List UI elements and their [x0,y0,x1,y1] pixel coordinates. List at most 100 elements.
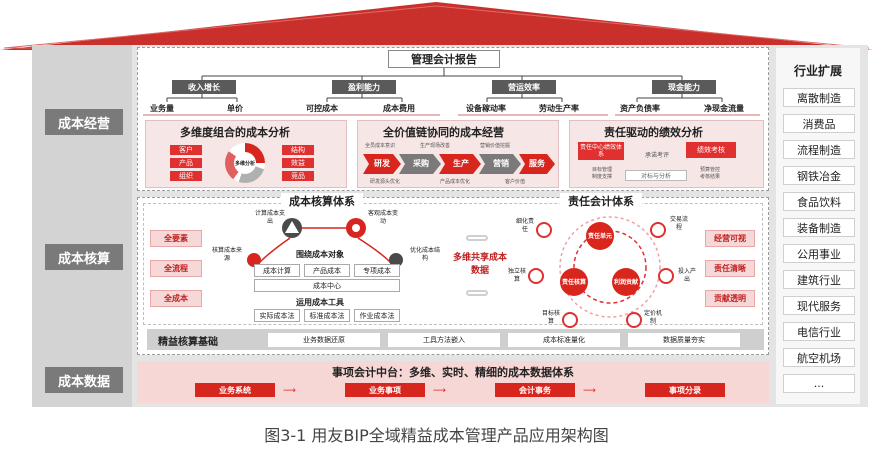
value-chain-note-top-2: 生产现场改善 [420,143,451,149]
metric-controllable-cost: 可控成本 [306,104,338,113]
donut-center-label: 多维分析 [234,152,256,174]
card2-title: 全价值链协同的成本经营 [383,126,504,139]
industry-title: 行业扩展 [793,64,842,78]
tool-activity-cost: 作业成本法 [354,309,400,322]
core-responsibility-unit: 责任单元 [586,222,614,250]
triangle-label-4: 优化成本结构 [410,247,441,262]
perf-middle-note: 承诺考评 [645,152,670,159]
stage-procurement: 采购 [413,159,429,168]
industry-item-7: 公用事业 [783,244,855,263]
industry-item-12: ... [783,374,855,393]
category-profitability: 盈利能力 [332,80,396,94]
triangle-label-3: 核算成本来源 [212,247,243,262]
outer-label-1: 细化责任 [515,218,534,233]
industry-item-9: 现代服务 [783,296,855,315]
cost-center-box: 成本中心 [254,279,400,292]
value-chain-note-top-1: 全员成本意识 [365,143,396,149]
perf-left-note-2: 制度支撑 [592,174,613,180]
benchmark-bar: 对标与分析 [625,170,687,181]
metric-volume: 业务量 [150,104,174,113]
industry-item-11: 航空机场 [783,348,855,367]
foundation-item-2: 工具方法嵌入 [388,333,500,347]
tag-structure: 结构 [282,145,314,155]
ring-dot-1 [536,222,552,238]
management-tree-lines [166,68,723,102]
ring-dot-5 [562,312,578,328]
ring-dot-4 [658,268,674,284]
perf-right-note-2: 考核结果 [700,174,721,180]
category-cash-ability: 现金能力 [652,80,716,94]
outer-label-2: 交易流程 [669,216,688,231]
object-cost-calc: 成本计算 [254,264,300,277]
arrow-1: ⟶ [283,386,296,396]
cost-object-title: 围绕成本对象 [296,250,344,259]
category-revenue-growth: 收入增长 [172,80,236,94]
arrow-3: ⟶ [583,386,596,396]
link-icon-bottom [466,290,488,296]
foundation-item-4: 数据质量夯实 [628,333,740,347]
btn-operation-visible: 经营可视 [705,230,755,247]
outer-label-3: 独立核算 [507,268,526,283]
cost-tools-title: 运用成本工具 [296,298,344,307]
btn-business-event: 业务事项 [345,383,425,397]
metric-labor-productivity: 劳动生产率 [539,104,579,113]
foundation-title: 精益核算基础 [158,337,218,348]
btn-all-process: 全流程 [150,260,202,277]
industry-item-8: 建筑行业 [783,270,855,289]
shared-cost-data: 多维共享成本数据 [452,253,507,276]
perf-right-note-1: 预算管控 [700,167,721,173]
ring-dot-2 [650,222,666,238]
stage-production: 生产 [453,159,469,168]
value-chain-note-top-3: 营销价值挖掘 [480,143,511,149]
btn-business-system: 业务系统 [195,383,275,397]
industry-item-3: 流程制造 [783,140,855,159]
costing-triangle-diagram [247,218,403,267]
metric-underline-1 [143,114,348,116]
metric-debt-ratio: 资产负债率 [620,104,660,113]
btn-all-elements: 全要素 [150,230,202,247]
costing-system-title: 成本核算体系 [281,193,363,209]
outer-label-4: 投入产出 [677,268,696,283]
metric-underline-4 [615,114,760,116]
industry-item-4: 钢铁冶金 [783,166,855,185]
core-profit-contribution: 利润贡献 [612,268,640,296]
triangle-label-1: 计算成本支出 [255,210,286,225]
card3-title: 责任驱动的绩效分析 [604,126,703,139]
tool-actual-cost: 实际成本法 [254,309,300,322]
btn-responsibility-clear: 责任清晰 [705,260,755,277]
figure-caption: 图3-1 用友BIP全域精益成本管理产品应用架构图 [264,426,609,445]
row-label-cost-operation: 成本经营 [45,109,123,135]
metric-underline-2 [300,114,440,116]
industry-item-5: 食品饮料 [783,192,855,211]
foundation-item-1: 业务数据还原 [268,333,380,347]
tag-performance-review: 绩效考核 [686,142,736,158]
outer-label-5: 目标核算 [541,310,560,325]
link-icon-top [466,235,488,241]
value-chain-note-bottom-1: 研发源头优化 [370,179,401,185]
industry-item-1: 离散制造 [783,88,855,107]
data-platform-title: 事项会计中台：多维、实时、精细的成本数据体系 [332,366,574,379]
industry-item-6: 装备制造 [783,218,855,237]
value-chain-arrows [363,154,555,174]
value-chain-note-bottom-3: 客户价值 [505,179,526,185]
outer-label-6: 定价机制 [643,310,662,325]
management-report-title: 管理会计报告 [388,50,500,68]
metric-cost-expense: 成本费用 [383,104,415,113]
metric-equipment-utilization: 设备稼动率 [466,104,506,113]
responsibility-system-title: 责任会计体系 [560,193,642,209]
tag-competitor: 竞品 [282,171,314,181]
metric-net-cash-flow: 净现金流量 [704,104,744,113]
stage-service: 服务 [529,159,545,168]
ring-dot-6 [626,312,642,328]
tag-organization: 组织 [170,171,202,181]
btn-contribution-transparent: 贡献透明 [705,290,755,307]
tool-standard-cost: 标准成本法 [304,309,350,322]
triangle-label-2: 客观成本变动 [368,210,399,225]
industry-item-2: 消费品 [783,114,855,133]
tag-customer: 客户 [170,145,202,155]
category-operating-efficiency: 营运效率 [492,80,556,94]
btn-event-entry: 事项分录 [645,383,725,397]
row-label-cost-data: 成本数据 [45,367,123,393]
arrow-2: ⟶ [433,386,446,396]
card1-title: 多维度组合的成本分析 [180,126,290,139]
